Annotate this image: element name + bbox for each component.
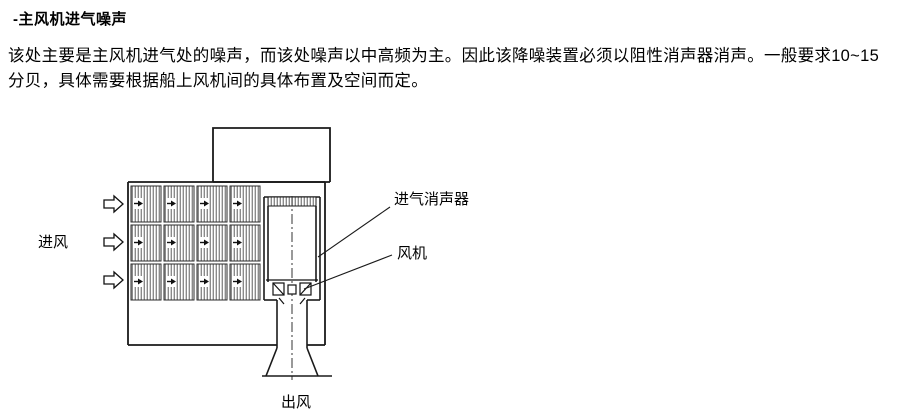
outlet-label: 出风: [281, 394, 311, 411]
inlet-flow-arrow-icons: [103, 194, 124, 290]
fan-label: 风机: [397, 245, 427, 262]
body-paragraph: 该处主要是主风机进气处的噪声，而该处噪声以中高频为主。因此该降噪装置必须以阻性消…: [8, 47, 880, 90]
silencer-housing: [127, 181, 326, 346]
silencer-baffle-grid: [130, 185, 261, 301]
top-plenum-box: [212, 127, 331, 183]
page-title: -主风机进气噪声: [13, 11, 127, 28]
intake-silencer-box: [263, 196, 321, 301]
inlet-label: 进风: [38, 234, 68, 251]
fan-impeller: [266, 279, 318, 305]
outlet-duct: [262, 300, 332, 377]
leader-lines: [303, 206, 393, 290]
intake-silencer-label: 进气消声器: [394, 190, 469, 208]
